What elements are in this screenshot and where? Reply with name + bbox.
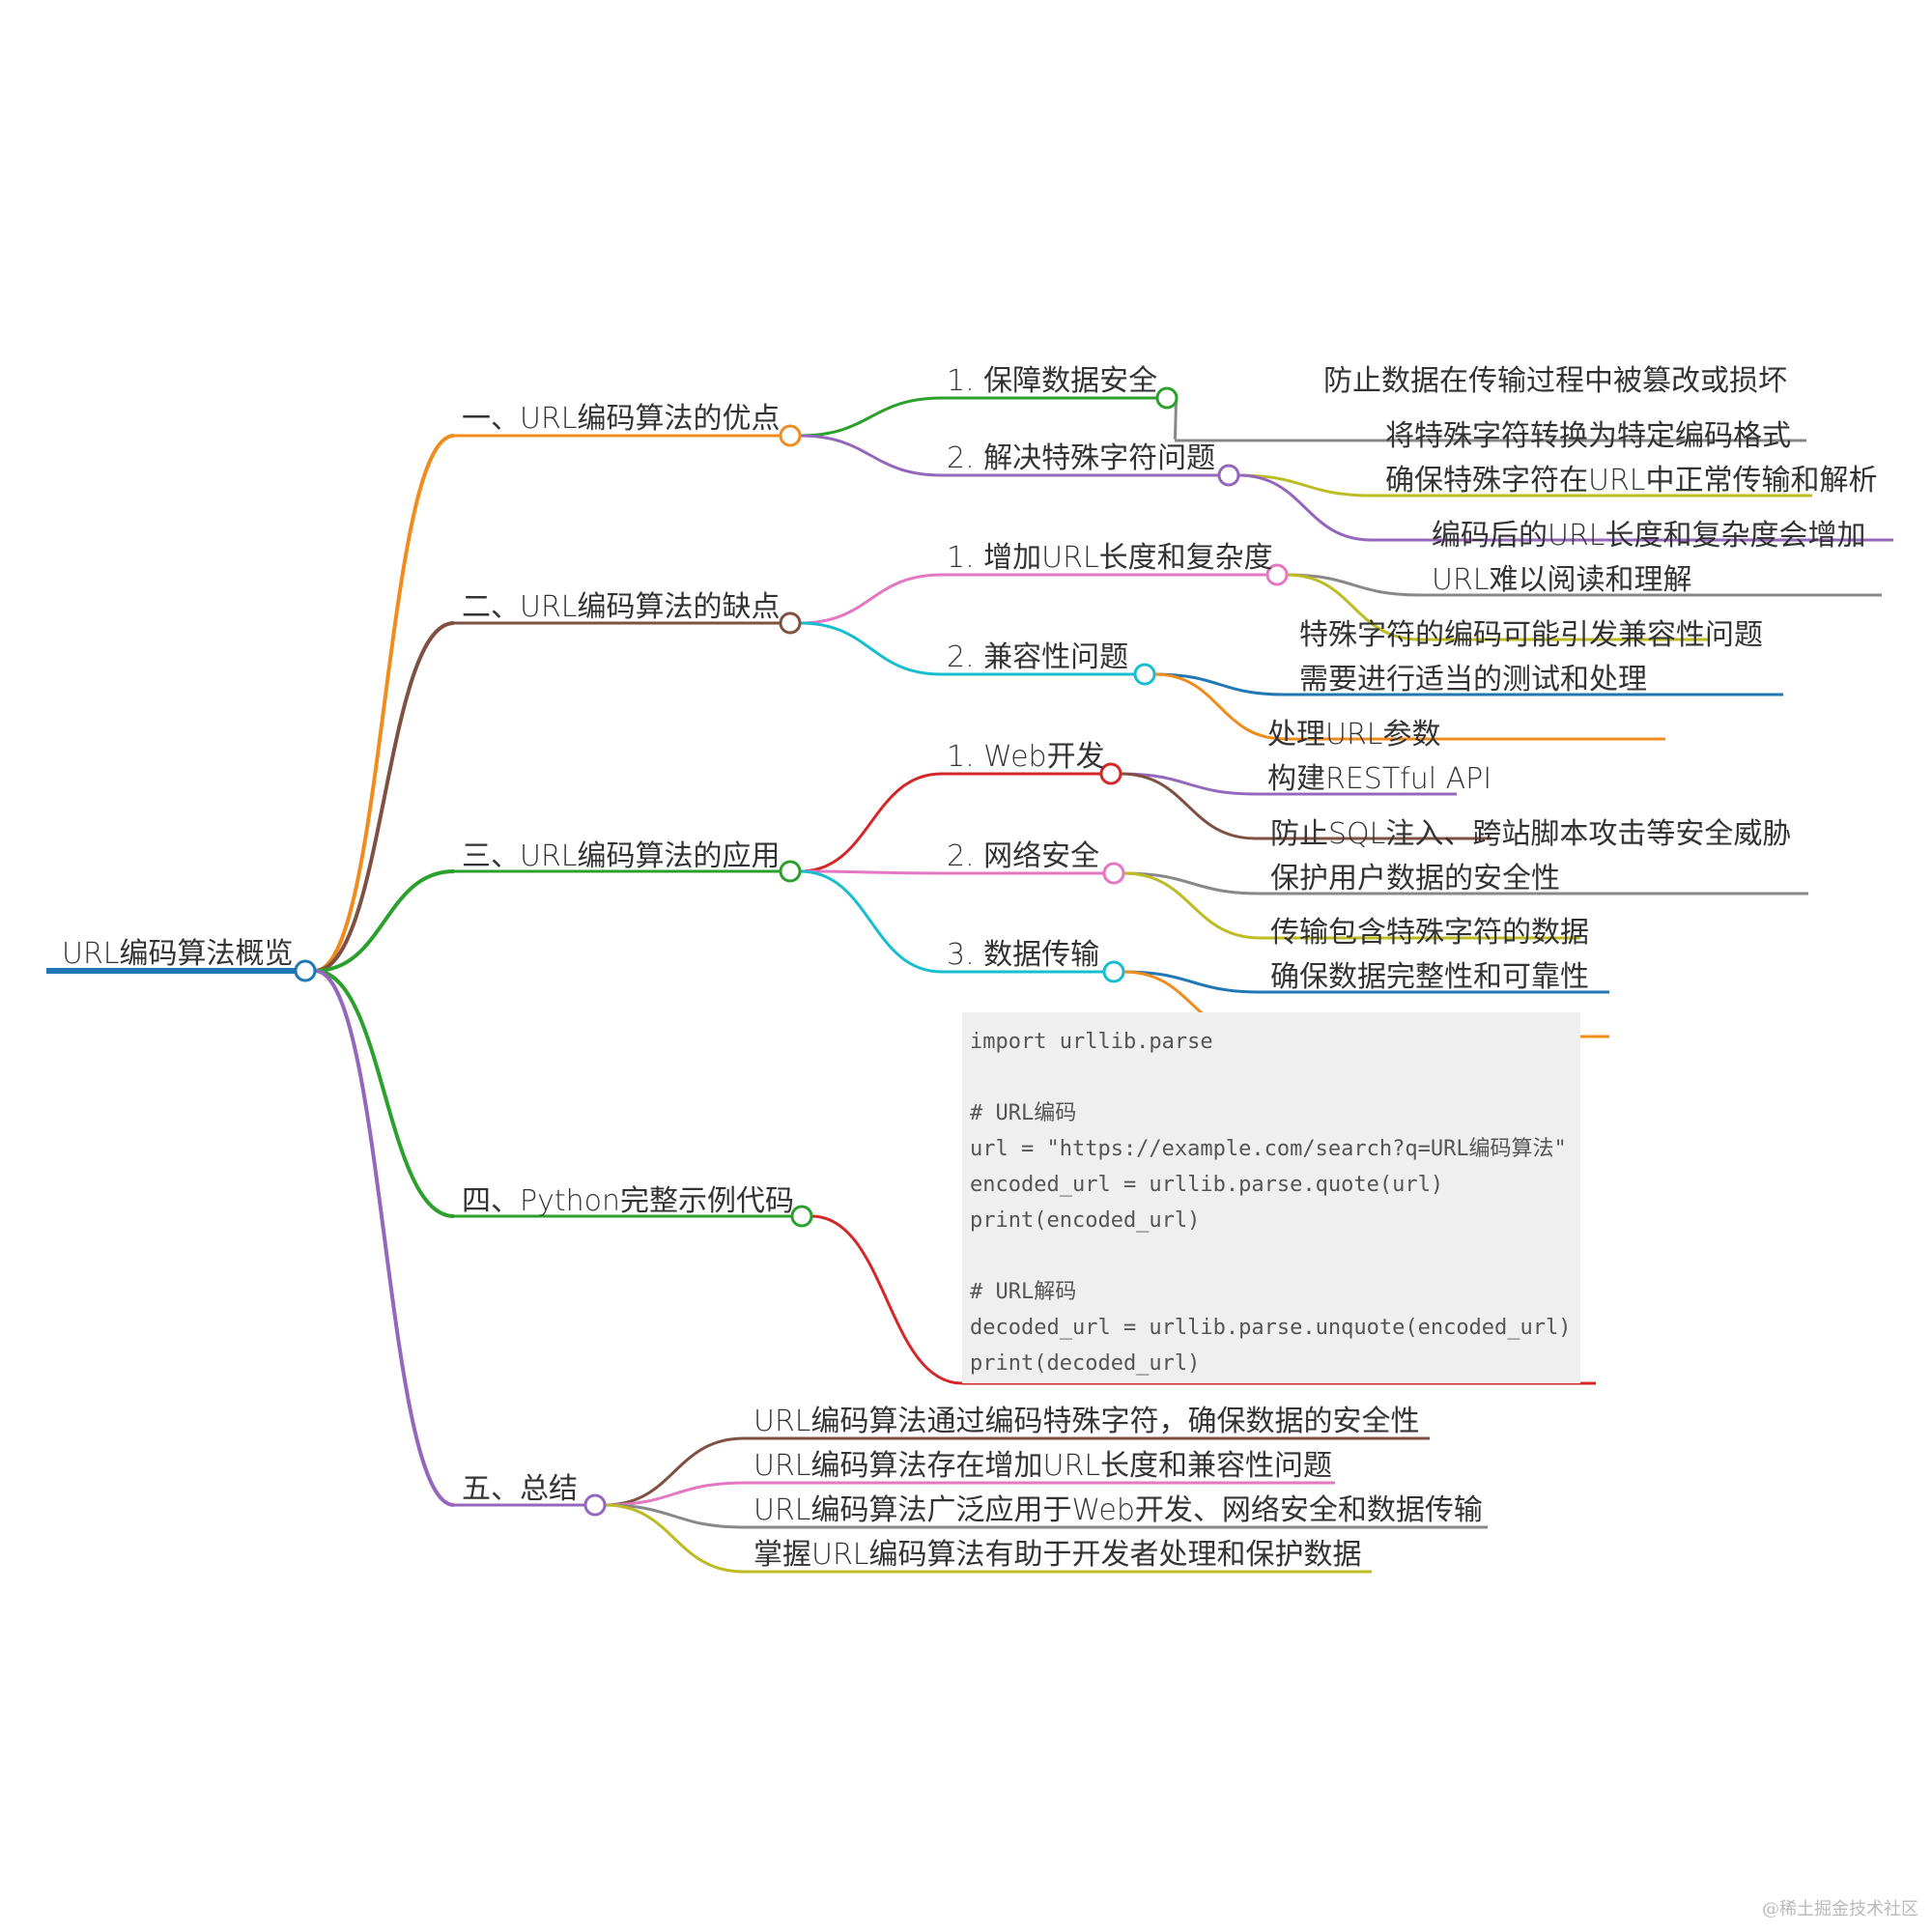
- leaf-integrity: 确保数据完整性和可靠性: [1270, 960, 1589, 994]
- edge-summary-4: [604, 1503, 745, 1574]
- edge-leaf-2-2-1: [1153, 672, 1286, 696]
- edge-leaf-3-1-2: [1120, 772, 1257, 840]
- leaf-url-params: 处理URL参数: [1267, 718, 1441, 752]
- leaf-convert-encoding: 将特殊字符转换为特定编码格式: [1385, 419, 1791, 453]
- edge-leaf-2-1-1: [1286, 573, 1421, 597]
- topic-compatibility: 2. 兼容性问题: [947, 640, 1129, 674]
- edge-branch-2-topic-2: [799, 621, 943, 676]
- code-text: import urllib.parse # URL编码 url = "https…: [970, 1030, 1572, 1376]
- edge-leaf-1-2-1: [1237, 473, 1373, 497]
- leaf-compat-issue: 特殊字符的编码可能引发兼容性问题: [1299, 618, 1763, 652]
- leaf-summary-3: URL编码算法广泛应用于Web开发、网络安全和数据传输: [753, 1493, 1483, 1527]
- leaf-restful-api: 构建RESTful API: [1267, 762, 1492, 796]
- knot-root: [294, 959, 317, 982]
- edge-summary-1: [604, 1436, 745, 1507]
- edge-leaf-3-2-2: [1122, 871, 1262, 940]
- edge-leaf-3-1-1: [1120, 772, 1257, 796]
- branch-applications: 三、URL编码算法的应用: [462, 839, 781, 873]
- edge-leaf-2-2-2: [1153, 672, 1286, 741]
- edge-root-to-branch-1: [314, 434, 455, 973]
- edge-branch-3-topic-3: [799, 869, 943, 974]
- topic-data-transfer: 3. 数据传输: [947, 938, 1100, 972]
- watermark: @稀土掘金技术社区: [1762, 1899, 1918, 1919]
- leaf-summary-2: URL编码算法存在增加URL长度和兼容性问题: [753, 1449, 1333, 1483]
- leaf-testing: 需要进行适当的测试和处理: [1299, 663, 1647, 696]
- leaf-summary-4: 掌握URL编码算法有助于开发者处理和保护数据: [753, 1538, 1362, 1572]
- leaf-user-data: 保护用户数据的安全性: [1270, 862, 1560, 895]
- knot-branch-4: [790, 1205, 813, 1228]
- topic-data-security: 1. 保障数据安全: [947, 364, 1158, 398]
- leaf-special-data: 传输包含特殊字符的数据: [1270, 916, 1589, 950]
- knot-topic-1-1: [1155, 386, 1179, 410]
- knot-branch-3: [779, 860, 802, 883]
- leaf-ensure-transfer: 确保特殊字符在URL中正常传输和解析: [1385, 464, 1878, 497]
- root-topic: URL编码算法概览: [62, 937, 294, 971]
- edge-branch-3-topic-1: [799, 772, 943, 873]
- edge-branch-1-topic-1: [799, 396, 943, 438]
- edge-branch-3-topic-2: [799, 869, 943, 875]
- edge-branch-1-topic-2: [799, 434, 943, 477]
- topic-network-security: 2. 网络安全: [947, 839, 1100, 873]
- leaf-prevent-tamper: 防止数据在传输过程中被篡改或损坏: [1323, 364, 1787, 398]
- knot-branch-2: [779, 611, 802, 635]
- knot-branch-5: [583, 1493, 607, 1517]
- topic-special-chars: 2. 解决特殊字符问题: [947, 441, 1216, 475]
- knot-topic-3-3: [1102, 960, 1125, 983]
- leaf-summary-1: URL编码算法通过编码特殊字符，确保数据的安全性: [753, 1405, 1420, 1438]
- branch-summary: 五、总结: [462, 1472, 578, 1506]
- edge-root-to-branch-3: [314, 869, 455, 973]
- edge-root-to-branch-2: [314, 621, 455, 973]
- knot-branch-1: [779, 424, 802, 447]
- edge-summary-2: [604, 1481, 745, 1507]
- edge-leaf-2-1-2: [1286, 573, 1421, 641]
- code-block: import urllib.parse # URL编码 url = "https…: [962, 1012, 1580, 1383]
- edge-branch-2-topic-1: [799, 573, 943, 625]
- edge-root-to-branch-4: [314, 969, 455, 1218]
- leaf-sql-xss: 防止SQL注入、跨站脚本攻击等安全威胁: [1270, 817, 1792, 851]
- knot-topic-3-1: [1099, 762, 1122, 785]
- leaf-hard-to-read: URL难以阅读和理解: [1432, 563, 1692, 597]
- edge-code-block: [810, 1214, 963, 1385]
- knot-topic-2-2: [1133, 663, 1156, 686]
- knot-topic-2-1: [1265, 563, 1289, 586]
- edge-leaf-1-2-2: [1237, 473, 1373, 542]
- edge-leaf-3-2-1: [1122, 871, 1262, 895]
- topic-web-dev: 1. Web开发: [947, 740, 1105, 774]
- leaf-length-increase: 编码后的URL长度和复杂度会增加: [1432, 519, 1866, 553]
- branch-python-code: 四、Python完整示例代码: [462, 1184, 794, 1218]
- edge-root-to-branch-5: [314, 969, 455, 1507]
- edge-summary-3: [604, 1503, 745, 1529]
- branch-disadvantages: 二、URL编码算法的缺点: [462, 590, 781, 624]
- branch-advantages: 一、URL编码算法的优点: [462, 402, 781, 436]
- edge-leaf-3-3-1: [1122, 970, 1262, 994]
- knot-topic-1-2: [1217, 464, 1240, 487]
- knot-topic-3-2: [1102, 862, 1125, 885]
- topic-length-complexity: 1. 增加URL长度和复杂度: [947, 541, 1273, 575]
